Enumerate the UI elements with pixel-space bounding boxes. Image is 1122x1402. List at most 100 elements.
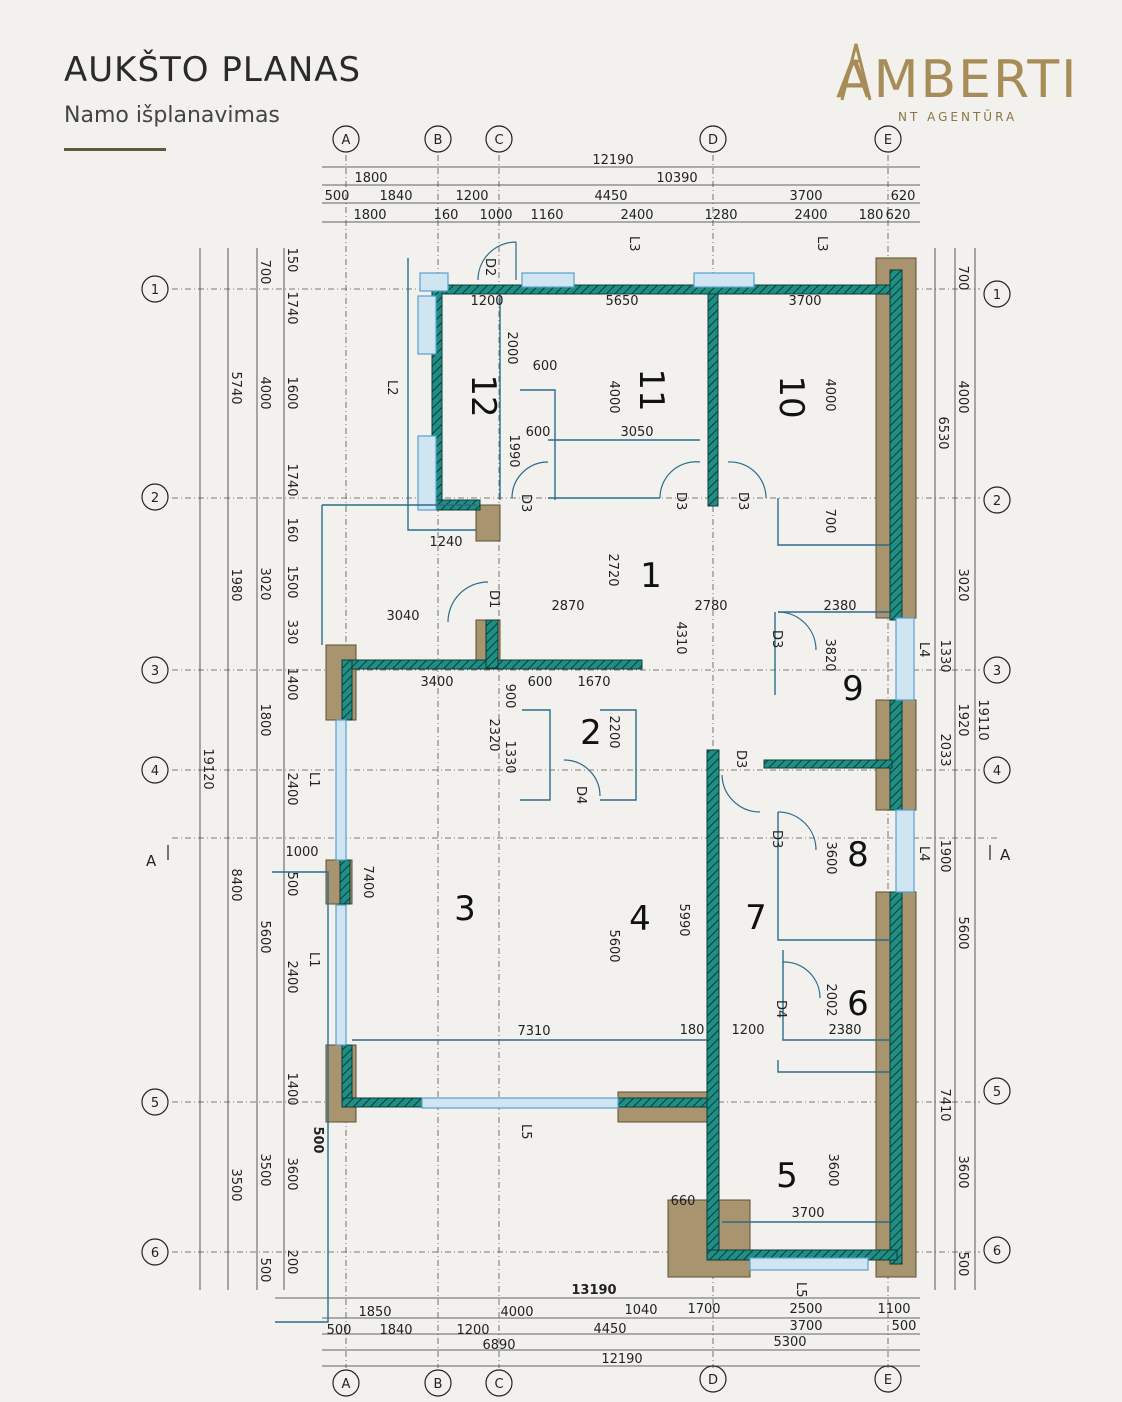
dimension-label: 5300	[773, 1335, 806, 1350]
dimension-label: 19110	[975, 699, 990, 740]
dimension-label: 1900	[937, 839, 952, 872]
dimension-label: 3040	[386, 609, 419, 624]
dimension-label: 500	[327, 1323, 352, 1338]
dimension-label: 600	[528, 675, 553, 690]
dimension-lines	[199, 166, 976, 1367]
window-label: L2	[384, 380, 399, 396]
window-label: L3	[814, 236, 829, 252]
axis-label-3: 3	[993, 664, 1001, 679]
section-label-left: A	[146, 852, 157, 870]
dimensions-interior: 1200 5650 3700 2000 600 4000 4000 600 30…	[310, 294, 862, 1221]
dimension-label: 1040	[624, 1303, 657, 1318]
dimension-label: 600	[526, 425, 551, 440]
door-label: D3	[518, 494, 533, 512]
dimension-label: 2500	[789, 1302, 822, 1317]
room-label-1: 1	[640, 556, 662, 596]
axis-bubble	[874, 1365, 902, 1393]
dimension-label: 1920	[955, 703, 970, 736]
door-label: D3	[769, 830, 784, 848]
room-label-5: 5	[776, 1156, 798, 1196]
room-labels: 1 2 3 4 5 6 7 8 9 10 11 12	[454, 368, 869, 1196]
dimension-label: 160	[284, 518, 299, 543]
dimension-label: 1740	[284, 463, 299, 496]
dimension-label: 180	[680, 1023, 705, 1038]
dimension-label: 1240	[429, 535, 462, 550]
dimension-label: 2033	[937, 733, 952, 766]
axis-bubble	[141, 756, 169, 784]
axis-label-C: C	[494, 133, 503, 148]
dimension-label: 4000	[606, 380, 621, 413]
room-label-6: 6	[847, 984, 869, 1024]
dimension-label: 2400	[284, 772, 299, 805]
dimension-label: 600	[533, 359, 558, 374]
dimensions-left: 19120 5740 1980 8400 3500 700 4000 3020 …	[200, 248, 319, 1283]
dimension-label: 3600	[284, 1157, 299, 1190]
dimension-label: 900	[502, 684, 517, 709]
dimension-label: 1700	[687, 1302, 720, 1317]
dimension-label: 1400	[284, 667, 299, 700]
axis-bubble	[983, 486, 1011, 514]
dimension-label: 5740	[228, 371, 243, 404]
section-label-right: A	[1000, 846, 1011, 864]
walls	[339, 269, 903, 1265]
axis-bubble	[424, 125, 452, 153]
axis-label-1: 1	[993, 288, 1001, 303]
axis-label-6: 6	[993, 1244, 1001, 1259]
axis-bubble	[332, 125, 360, 153]
dimension-label: 4310	[673, 621, 688, 654]
axis-bubble	[699, 125, 727, 153]
window-label: L3	[626, 236, 641, 252]
axis-bubbles-right: 1 2 3 4 5 6	[983, 280, 1011, 1264]
dimension-label: 1980	[228, 568, 243, 601]
axis-bubble	[485, 1369, 513, 1397]
axis-label-B: B	[434, 133, 443, 148]
room-label-2: 2	[580, 713, 602, 753]
dimension-label: 4450	[594, 189, 627, 204]
windows	[335, 272, 915, 1271]
dimension-label: 3700	[788, 294, 821, 309]
dimension-label: 2870	[551, 599, 584, 614]
logo-mark	[840, 43, 872, 101]
axis-label-A: A	[342, 133, 351, 148]
dimension-label: 500	[310, 1126, 325, 1153]
dimension-label: 1200	[470, 294, 503, 309]
dimension-label: 500	[257, 1258, 272, 1283]
door-label: D3	[735, 492, 750, 510]
axis-label-D: D	[708, 1373, 718, 1388]
dimension-label: 7400	[360, 865, 375, 898]
dimension-label: 2400	[284, 960, 299, 993]
dimension-label: 1000	[479, 208, 512, 223]
axis-label-C: C	[494, 1377, 503, 1392]
axis-bubble	[983, 756, 1011, 784]
dimension-label: 500	[955, 1252, 970, 1277]
axis-label-2: 2	[151, 491, 159, 506]
dimension-label: 1850	[358, 1305, 391, 1320]
dimension-label: 3700	[789, 1319, 822, 1334]
window-label: L1	[306, 952, 321, 968]
axis-bubbles-top: A B C D E	[332, 125, 902, 153]
dimension-label: 4450	[593, 1322, 626, 1337]
dimension-label: 6530	[935, 416, 950, 449]
dimension-label: 700	[822, 509, 837, 534]
door-label: D4	[773, 1000, 788, 1018]
dimension-label: 1200	[731, 1023, 764, 1038]
dimension-label: 5600	[955, 916, 970, 949]
dimension-label: 1670	[577, 675, 610, 690]
dimension-label: 5600	[257, 920, 272, 953]
dimension-label: 6890	[482, 1338, 515, 1353]
axis-bubble	[141, 1238, 169, 1266]
room-label-4: 4	[629, 899, 651, 939]
dimension-label: 13190	[571, 1283, 616, 1298]
axis-label-5: 5	[151, 1096, 159, 1111]
axis-bubble	[141, 656, 169, 684]
dimension-label: 3400	[420, 675, 453, 690]
window-label: L4	[916, 642, 931, 658]
axis-label-A: A	[342, 1377, 351, 1392]
dimension-label: 1600	[284, 376, 299, 409]
dimension-label: 3600	[823, 841, 838, 874]
dimension-label: 2780	[694, 599, 727, 614]
dimension-label: 3600	[825, 1153, 840, 1186]
dimension-label: 5650	[605, 294, 638, 309]
window-labels: L3 L3 L2 L1 L1 L4 L4 L5 L5	[306, 236, 931, 1298]
